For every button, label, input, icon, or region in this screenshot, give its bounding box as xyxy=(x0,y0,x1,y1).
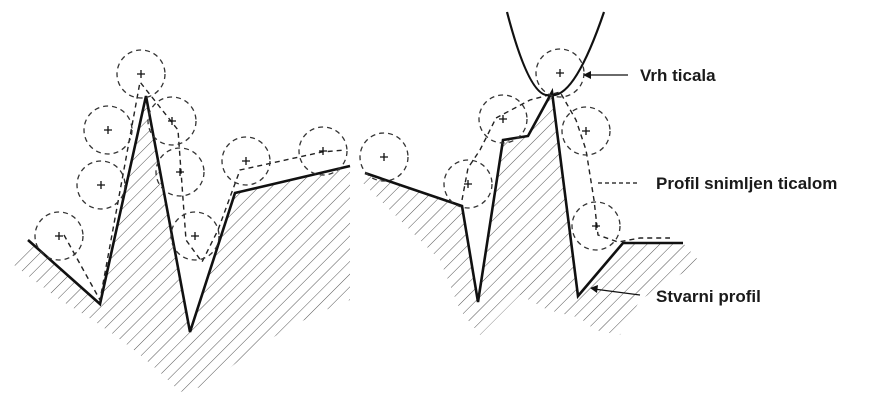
stylus-circle xyxy=(478,94,528,144)
stylus-tip-shape xyxy=(505,11,606,97)
stylus-circle xyxy=(147,96,197,146)
stylus-circle xyxy=(221,136,271,186)
stylus-circle xyxy=(561,106,611,156)
stylus-circle xyxy=(298,126,348,176)
stylus-circle xyxy=(76,160,126,210)
left-stylus-circles xyxy=(34,49,348,261)
right-actual-profile xyxy=(364,87,683,303)
center-crosses xyxy=(55,70,327,240)
stylus-circle xyxy=(170,211,220,261)
right-circle-centers xyxy=(380,69,600,230)
right-stylus-circles xyxy=(359,48,621,251)
stylus-circle xyxy=(535,48,585,98)
stylus-circle xyxy=(34,211,84,261)
left-actual-profile xyxy=(27,95,351,333)
actual-profile-leader xyxy=(593,288,641,296)
left-traced-profile xyxy=(63,80,346,303)
right-surface-hatching xyxy=(360,92,700,335)
stylus-tip xyxy=(505,11,606,97)
stylus-circle xyxy=(571,201,621,251)
actual-profile-label: Stvarni profil xyxy=(656,287,761,306)
stylus-circle xyxy=(116,49,166,99)
left-surface-hatching xyxy=(10,96,350,392)
stylus-circle xyxy=(155,147,205,197)
stylus-tip-label: Vrh ticala xyxy=(640,66,716,85)
left-circle-centers xyxy=(55,70,327,240)
stylus-circle xyxy=(83,105,133,155)
center-crosses xyxy=(380,69,600,230)
right-traced-profile xyxy=(461,91,670,243)
leader-lines xyxy=(583,71,641,296)
stylus-circle xyxy=(443,159,493,209)
traced-profile-label: Profil snimljen ticalom xyxy=(656,174,838,193)
actual-profile-arrow xyxy=(590,285,598,293)
stylus-circle xyxy=(359,132,409,182)
stylus-tip-arrow xyxy=(583,71,591,79)
